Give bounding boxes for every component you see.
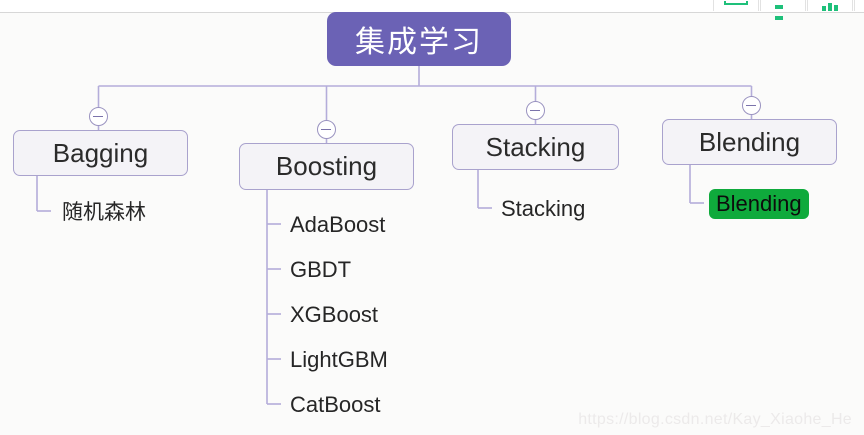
watermark: https://blog.csdn.net/Kay_Xiaohe_He [578, 411, 852, 428]
branch-node-stacking[interactable]: Stacking [452, 124, 619, 170]
leaf-node-boosting-2[interactable]: XGBoost [290, 302, 379, 327]
branch-node-bagging[interactable]: Bagging [13, 130, 188, 176]
toolbar-button-bars-tool[interactable] [807, 0, 853, 11]
toolbar-button-dashes-tool[interactable] [760, 0, 806, 20]
underline-icon [724, 1, 748, 5]
leaf-node-boosting-3[interactable]: LightGBM [290, 347, 388, 372]
toolbar-button-underline-tool[interactable] [713, 0, 759, 11]
branch-node-blending[interactable]: Blending [662, 119, 837, 165]
collapse-toggle-boosting[interactable] [317, 120, 336, 139]
leaf-node-bagging-0[interactable]: 随机森林 [62, 200, 146, 224]
collapse-toggle-blending[interactable] [742, 96, 761, 115]
leaf-node-stacking-0[interactable]: Stacking [501, 196, 586, 221]
toolbar-button-box-tool[interactable] [854, 0, 864, 11]
dashes-icon [772, 1, 794, 23]
bars-icon [821, 0, 839, 11]
branch-node-boosting[interactable]: Boosting [239, 143, 414, 190]
leaf-node-boosting-4[interactable]: CatBoost [290, 392, 381, 417]
leaf-node-boosting-0[interactable]: AdaBoost [290, 212, 386, 237]
root-node[interactable]: 集成学习 [327, 12, 511, 66]
collapse-toggle-bagging[interactable] [89, 107, 108, 126]
collapse-toggle-stacking[interactable] [526, 101, 545, 120]
leaf-node-boosting-1[interactable]: GBDT [290, 257, 352, 282]
leaf-node-blending-0[interactable]: Blending [709, 189, 809, 219]
